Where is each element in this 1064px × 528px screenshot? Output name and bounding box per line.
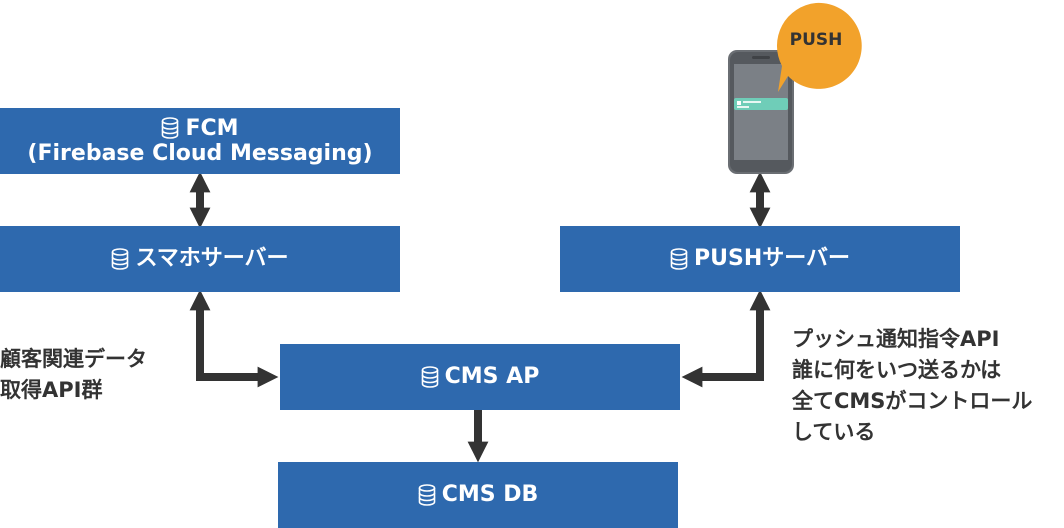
note-line: している [792, 420, 876, 444]
note-line: 全てCMSがコントロール [792, 389, 1033, 413]
fcm-title: FCM [185, 115, 239, 141]
fcm-box: FCM (Firebase Cloud Messaging) [0, 108, 400, 174]
push-server-label: PUSHサーバー [693, 246, 851, 272]
arrow-smartphone-server-cms-ap [189, 289, 279, 388]
cms-ap-box: CMS AP [280, 344, 680, 410]
cms-db-label: CMS DB [441, 482, 539, 508]
note-line: 取得API群 [0, 378, 103, 402]
database-icon [162, 117, 179, 140]
database-icon [670, 248, 688, 270]
push-bubble-label: PUSH [789, 30, 843, 50]
smartphone-icon [728, 50, 794, 174]
smartphone-server-label: スマホサーバー [135, 246, 289, 272]
note-line: 顧客関連データ [0, 347, 147, 371]
push-bubble [776, 2, 862, 93]
cms-db-box: CMS DB [278, 462, 678, 528]
note-line: プッシュ通知指令API [792, 327, 1000, 351]
smartphone-server-box: スマホサーバー [0, 226, 400, 292]
fcm-subtitle: (Firebase Cloud Messaging) [27, 141, 373, 166]
database-icon [418, 484, 436, 506]
database-icon [421, 366, 438, 388]
cms-ap-label: CMS AP [444, 364, 540, 390]
database-icon [112, 248, 129, 270]
push-server-box: PUSHサーバー [560, 226, 960, 292]
note-line: 誰に何をいつ送るかは [792, 358, 1002, 382]
customer-data-api-note: 顧客関連データ 取得API群 [0, 344, 147, 406]
arrow-push-server-cms-ap [681, 289, 771, 388]
push-command-api-note: プッシュ通知指令API 誰に何をいつ送るかは 全てCMSがコントロール している [792, 324, 1032, 448]
